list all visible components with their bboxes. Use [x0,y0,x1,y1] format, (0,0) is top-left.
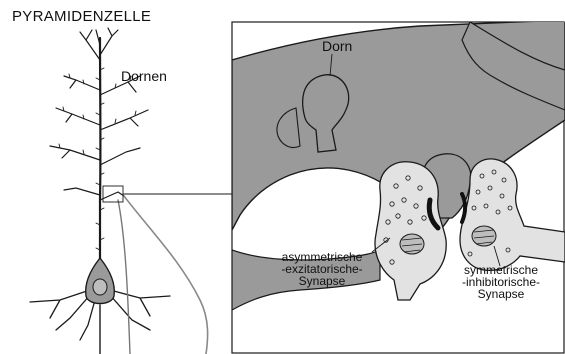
diagram-title: PYRAMIDENZELLE [12,8,151,25]
pyramidal-neuron [30,28,208,354]
label-asymmetric-synapse: asymmetrische -exzitatorische- Synapse [266,251,378,287]
nucleus [93,279,107,295]
label-dorn: Dorn [322,38,352,54]
label-symmetric-synapse: symmetrische -inhibitorische- Synapse [446,264,556,300]
sym-line-3: Synapse [446,288,556,300]
asym-line-3: Synapse [266,275,378,287]
label-dornen: Dornen [121,68,167,84]
